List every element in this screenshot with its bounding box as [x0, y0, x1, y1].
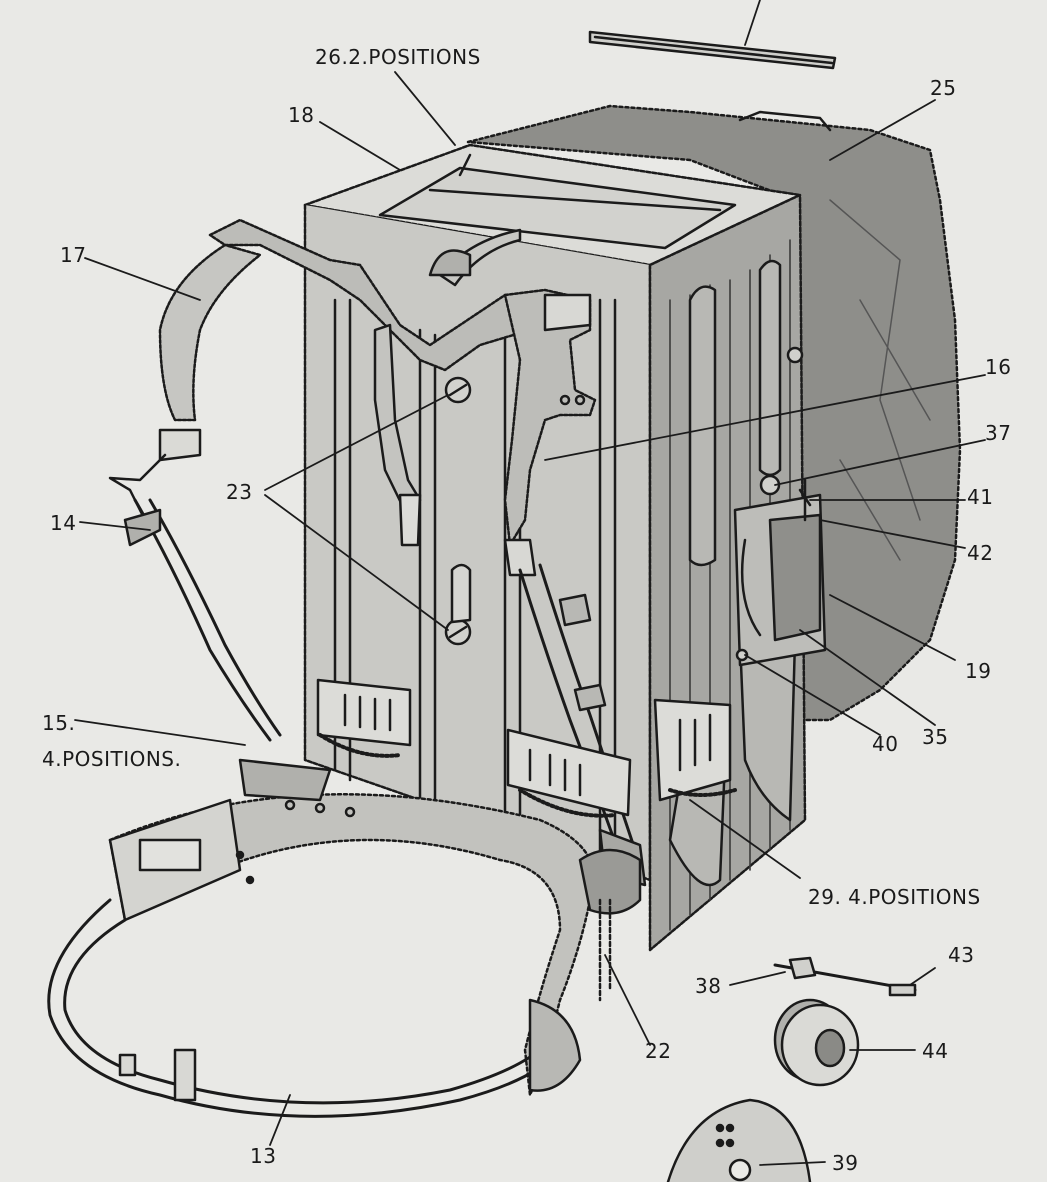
label-38: 38	[695, 974, 722, 998]
label-14: 14	[50, 511, 77, 535]
label-39: 39	[832, 1151, 859, 1175]
label-35: 35	[922, 725, 949, 749]
cross-bars	[316, 678, 737, 818]
label-25: 25	[930, 76, 957, 100]
label-16: 16	[985, 355, 1012, 379]
label-15: 15.	[42, 711, 76, 735]
label-43: 43	[948, 943, 975, 967]
label-15-positions: 4.POSITIONS.	[42, 747, 182, 771]
label-41: 41	[967, 485, 994, 509]
label-13: 13	[250, 1144, 277, 1168]
shoulder-straps	[108, 218, 647, 887]
label-19: 19	[965, 659, 992, 683]
round-disc	[666, 1098, 812, 1182]
belt-buckle-cluster	[578, 848, 642, 1002]
label-29-positions: 29. 4.POSITIONS	[808, 885, 981, 909]
leader-lines	[74, 0, 986, 1166]
waist-belt	[47, 758, 596, 1118]
rod-part	[588, 30, 837, 70]
label-18: 18	[288, 103, 315, 127]
spacer-washer	[773, 998, 860, 1087]
side-bracket	[733, 346, 827, 667]
label-23: 23	[226, 480, 253, 504]
label-26-positions: 26.2.POSITIONS	[315, 45, 481, 69]
label-37: 37	[985, 421, 1012, 445]
loose-bolt	[773, 956, 917, 997]
label-44: 44	[922, 1039, 949, 1063]
label-42: 42	[967, 541, 994, 565]
label-40: 40	[872, 732, 899, 756]
label-17: 17	[60, 243, 87, 267]
label-22: 22	[645, 1039, 672, 1063]
